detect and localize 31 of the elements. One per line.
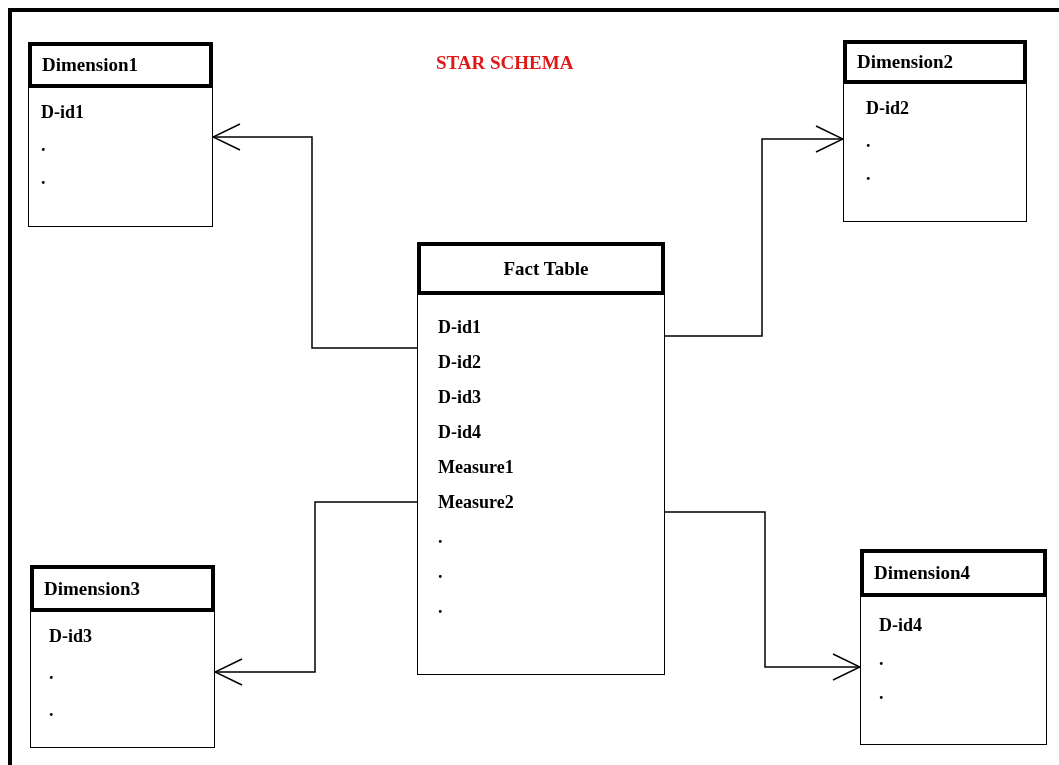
table-field: Measure1 [438, 457, 514, 477]
table-field: . [49, 700, 54, 720]
table-field: D-id1 [41, 102, 84, 122]
table-field: D-id1 [438, 317, 481, 337]
table-field: . [866, 131, 871, 151]
table-field: . [879, 649, 884, 669]
table-field: . [49, 663, 54, 683]
connector-arrow [214, 501, 418, 686]
table-header: Dimension4 [860, 549, 1047, 597]
table-field: . [438, 527, 443, 547]
table-field: . [41, 135, 46, 155]
table-field: D-id4 [438, 422, 481, 442]
table-field: . [866, 164, 871, 184]
table-field: . [438, 597, 443, 617]
connector-arrow [664, 511, 861, 681]
connector-arrow [212, 123, 418, 349]
connector-arrow [664, 125, 844, 337]
table-field: Measure2 [438, 492, 514, 512]
table-field: . [41, 168, 46, 188]
table-header: Dimension2 [843, 40, 1027, 84]
table-field: D-id2 [866, 98, 909, 118]
table-header: Dimension3 [30, 565, 215, 612]
table-header: Fact Table [417, 242, 665, 295]
table-field: D-id3 [438, 387, 481, 407]
table-field: . [438, 562, 443, 582]
table-field: D-id4 [879, 615, 922, 635]
table-field: D-id2 [438, 352, 481, 372]
table-field: D-id3 [49, 626, 92, 646]
table-header: Dimension1 [28, 42, 213, 88]
table-field: . [879, 683, 884, 703]
diagram-title: STAR SCHEMA [436, 52, 574, 74]
